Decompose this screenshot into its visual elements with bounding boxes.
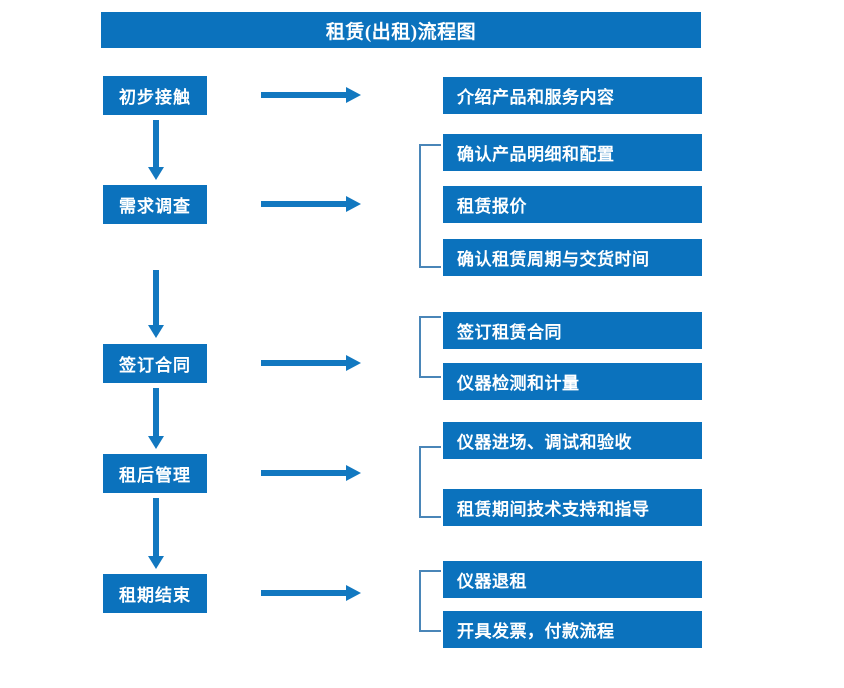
group-bracket-2 (419, 316, 441, 378)
arrow-shaft (261, 590, 349, 596)
arrow-head-right-icon (346, 585, 361, 601)
detail-box-6[interactable]: 仪器检测和计量 (443, 363, 702, 400)
group-bracket-3 (419, 446, 441, 518)
group-bracket-1 (419, 144, 441, 268)
horizontal-arrow-5 (261, 585, 361, 601)
arrow-shaft (153, 388, 159, 436)
arrow-shaft (153, 498, 159, 556)
detail-box-2[interactable]: 确认产品明细和配置 (443, 134, 702, 171)
stage-box-4[interactable]: 租后管理 (103, 454, 207, 493)
arrow-head-right-icon (346, 87, 361, 103)
arrow-head-right-icon (346, 196, 361, 212)
arrow-shaft (153, 270, 159, 325)
horizontal-arrow-3 (261, 355, 361, 371)
vertical-arrow-3 (148, 388, 164, 450)
detail-box-9[interactable]: 仪器退租 (443, 561, 702, 598)
arrow-head-down-icon (148, 436, 164, 449)
arrow-shaft (261, 470, 349, 476)
stage-box-5[interactable]: 租期结束 (103, 574, 207, 613)
horizontal-arrow-4 (261, 465, 361, 481)
arrow-head-right-icon (346, 355, 361, 371)
arrow-shaft (261, 360, 349, 366)
stage-box-3[interactable]: 签订合同 (103, 344, 207, 383)
arrow-head-down-icon (148, 325, 164, 338)
group-bracket-4 (419, 570, 441, 632)
arrow-head-right-icon (346, 465, 361, 481)
vertical-arrow-2 (148, 270, 164, 340)
detail-box-8[interactable]: 租赁期间技术支持和指导 (443, 489, 702, 526)
detail-box-1[interactable]: 介绍产品和服务内容 (443, 77, 702, 114)
detail-box-3[interactable]: 租赁报价 (443, 186, 702, 223)
detail-box-5[interactable]: 签订租赁合同 (443, 312, 702, 349)
detail-box-4[interactable]: 确认租赁周期与交货时间 (443, 239, 702, 276)
page-title: 租赁(出租)流程图 (101, 12, 701, 48)
arrow-shaft (261, 201, 349, 207)
vertical-arrow-1 (148, 120, 164, 180)
horizontal-arrow-1 (261, 87, 361, 103)
stage-box-2[interactable]: 需求调查 (103, 185, 207, 224)
arrow-head-down-icon (148, 167, 164, 180)
detail-box-7[interactable]: 仪器进场、调试和验收 (443, 422, 702, 459)
horizontal-arrow-2 (261, 196, 361, 212)
detail-box-10[interactable]: 开具发票，付款流程 (443, 611, 702, 648)
arrow-shaft (261, 92, 349, 98)
arrow-shaft (153, 120, 159, 167)
arrow-head-down-icon (148, 556, 164, 569)
vertical-arrow-4 (148, 498, 164, 570)
stage-box-1[interactable]: 初步接触 (103, 76, 207, 115)
